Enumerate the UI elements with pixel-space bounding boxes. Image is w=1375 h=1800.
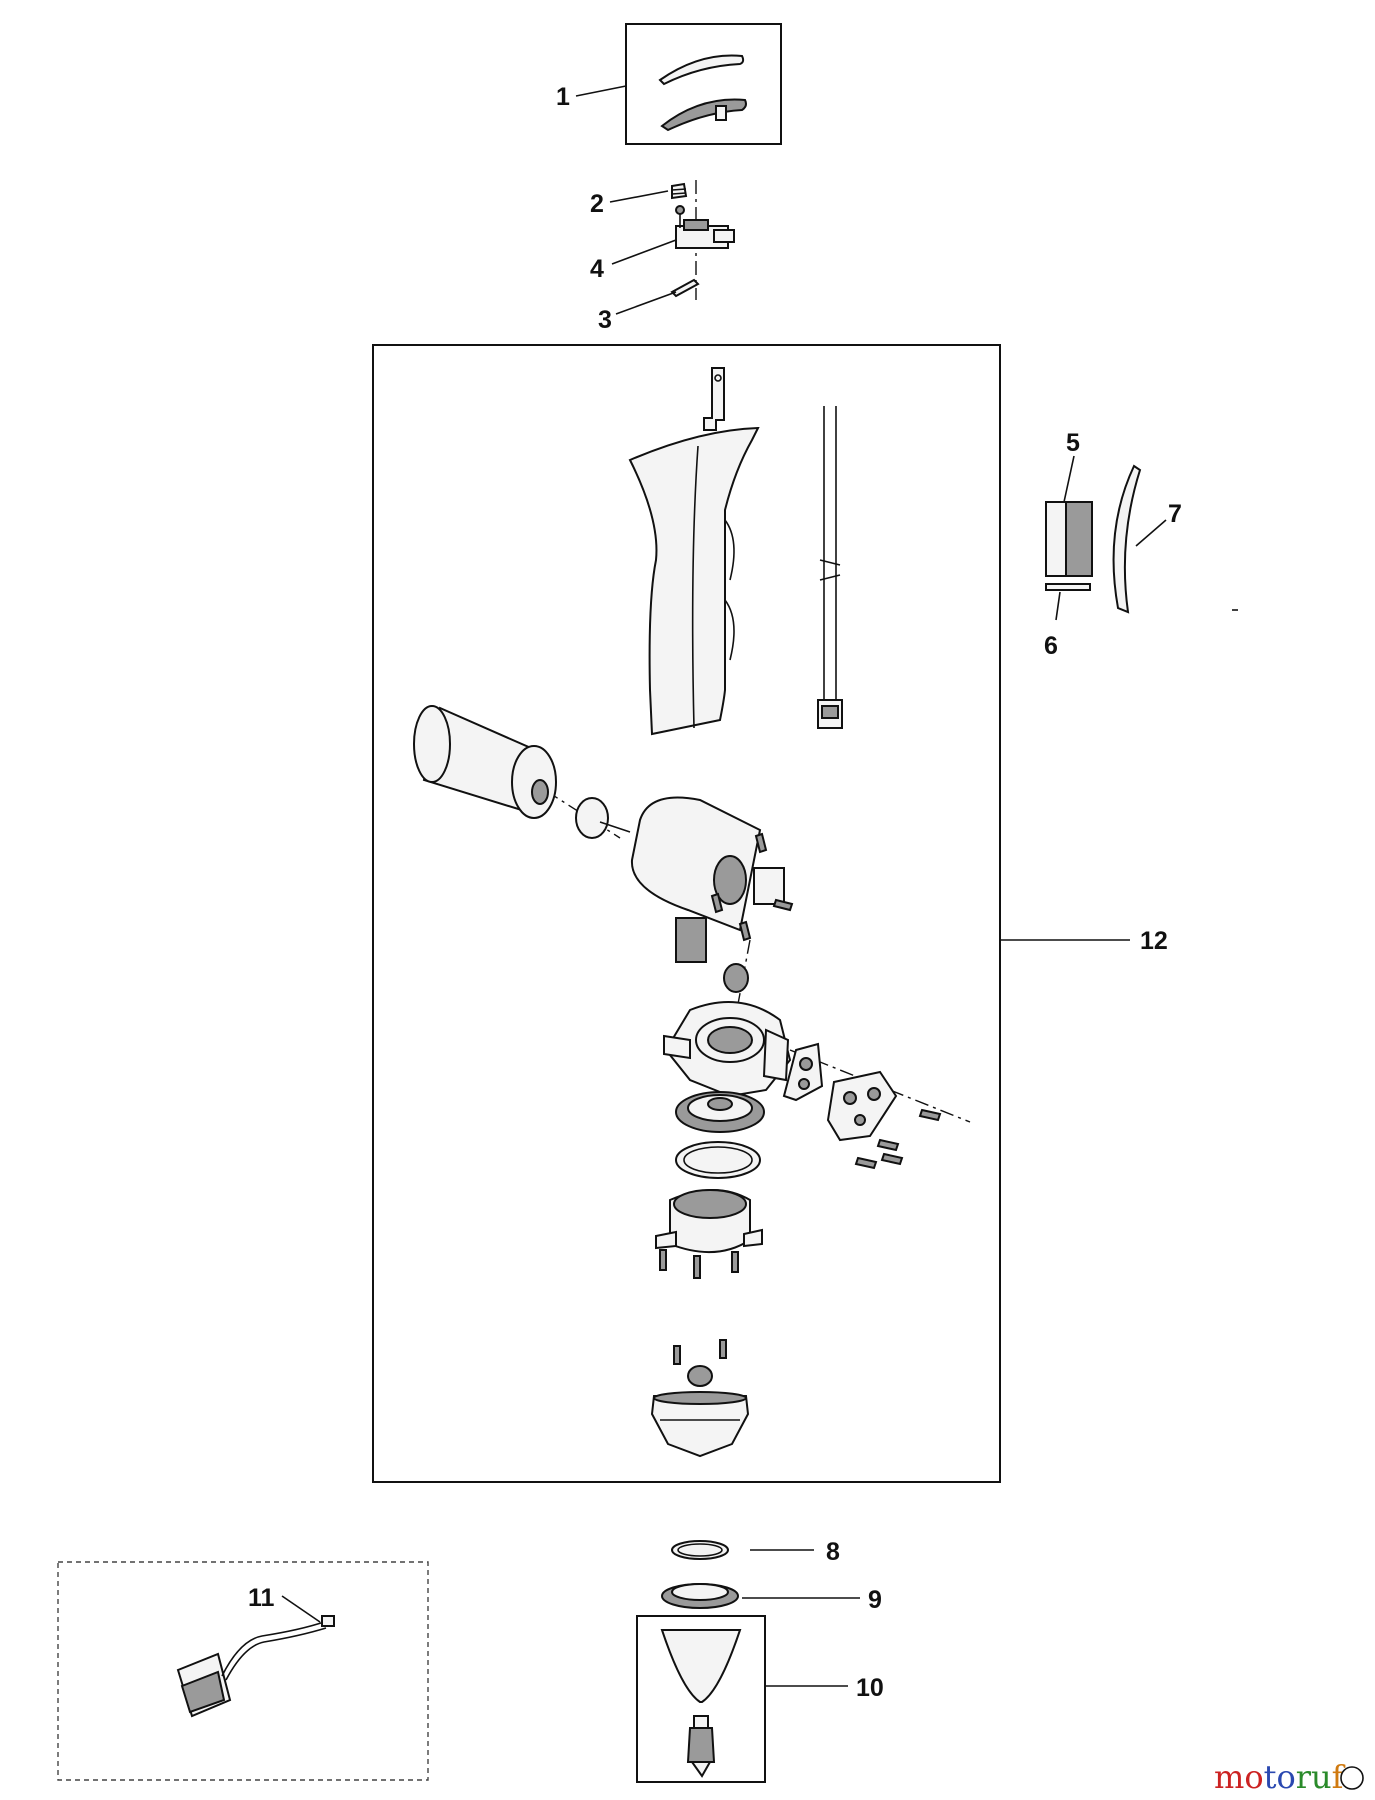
screws-gear [710, 832, 794, 942]
valve-head [826, 1070, 898, 1142]
handle-housing [628, 426, 760, 736]
o-ring [675, 1141, 761, 1179]
part-11-charger [176, 1615, 335, 1718]
part-1-cover-bottom [660, 98, 747, 132]
label-5: 5 [1066, 429, 1080, 457]
part-4-switch [675, 205, 735, 249]
leader-4 [611, 239, 677, 265]
leader-1 [575, 85, 627, 97]
pump-body [663, 963, 792, 1098]
part-5-battery [1045, 501, 1093, 577]
part-11-box [57, 1561, 429, 1781]
part-1-cover-top [658, 54, 745, 86]
part-2-spring [671, 182, 688, 200]
coupler [575, 797, 631, 839]
part-3-pin [670, 278, 700, 298]
part-7-cap [1112, 464, 1142, 614]
watermark-part-1: mo [1214, 1758, 1264, 1796]
leader-2 [609, 190, 669, 203]
nozzle-base [650, 1391, 750, 1458]
leader-3 [615, 291, 677, 315]
label-1: 1 [556, 83, 570, 111]
watermark-part-3: ru [1296, 1758, 1332, 1796]
leader-7 [1135, 519, 1167, 547]
screws-valve [854, 1108, 942, 1170]
part-10-box [636, 1615, 766, 1783]
label-8: 8 [826, 1538, 840, 1566]
leader-5 [1063, 455, 1075, 503]
screws-chamber [659, 1249, 739, 1279]
label-9: 9 [868, 1586, 882, 1614]
screws-bottom [673, 1339, 727, 1365]
leader-11 [281, 1595, 321, 1623]
label-10: 10 [856, 1674, 884, 1702]
gear-housing [630, 796, 785, 963]
watermark-part-2: to [1264, 1758, 1296, 1796]
part-9-seal [661, 1583, 739, 1609]
part-6-ring [1045, 583, 1091, 591]
part-8-oring [671, 1540, 729, 1560]
plug [687, 1365, 713, 1387]
handle-bracket [703, 367, 725, 431]
watermark-badge [1340, 1766, 1364, 1790]
part-1-box [625, 23, 782, 145]
label-2: 2 [590, 190, 604, 218]
part-10-nozzle [660, 1629, 742, 1778]
leader-6 [1055, 591, 1061, 621]
gasket-plate [782, 1042, 824, 1102]
label-7: 7 [1168, 500, 1182, 528]
label-3: 3 [598, 306, 612, 334]
svg-text:motoruf: motoruf [1214, 1758, 1346, 1796]
label-4: 4 [590, 255, 604, 283]
diaphragm [675, 1091, 765, 1133]
lower-chamber [655, 1189, 763, 1254]
part-12-box [372, 344, 1001, 1483]
label-12: 12 [1140, 927, 1168, 955]
label-11: 11 [248, 1584, 275, 1612]
watermark-part-4: f [1332, 1758, 1346, 1796]
motor [413, 705, 557, 819]
label-6: 6 [1044, 632, 1058, 660]
wire-harness [817, 406, 843, 729]
watermark-logo: motoruf [1214, 1758, 1364, 1796]
